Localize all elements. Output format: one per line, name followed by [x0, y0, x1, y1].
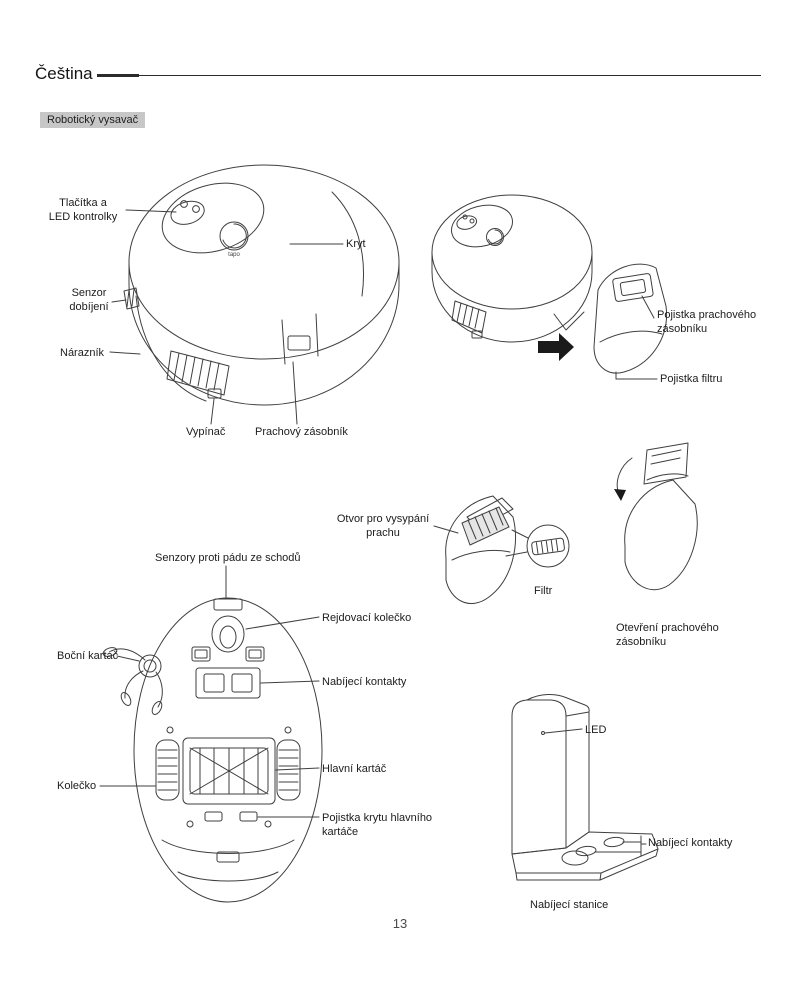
language-heading: Čeština — [35, 64, 93, 83]
charging-dock-illustration — [511, 694, 659, 881]
robot-top-view-illustration: tapo — [123, 164, 400, 406]
dust-bin-removed-illustration — [593, 263, 668, 374]
arrow-curved-icon — [614, 489, 626, 501]
leader-charging-sensor — [111, 299, 127, 303]
leader-lines-top-view — [109, 209, 344, 425]
leader-power-switch — [210, 398, 215, 425]
charging-contacts-shape — [195, 667, 261, 699]
side-brush-shape — [143, 659, 157, 673]
leader-main-brush — [275, 767, 320, 771]
leader-bumper — [109, 351, 141, 355]
label-bumper: Nárazník — [60, 347, 105, 359]
header-rule-thin — [139, 75, 761, 76]
label-cliff-sensors: Senzory proti pádu ze schodů — [155, 552, 301, 564]
robot-bottom-view-illustration — [102, 597, 323, 903]
leader-lines-bin-removed — [615, 295, 658, 380]
label-bin-latch: Pojistka prachového zásobníku — [657, 309, 757, 336]
leader-buttons-led — [125, 209, 177, 213]
label-dock-contacts: Nabíjecí kontakty — [648, 837, 733, 849]
label-charging-contacts-robot: Nabíjecí kontakty — [322, 676, 407, 688]
dust-bin-opening-illustration — [614, 442, 698, 591]
leader-caster-wheel — [245, 616, 320, 630]
header-rule-thick — [97, 74, 139, 77]
label-brush-cover-latch: Pojistka krytu hlavního kartáče — [322, 812, 433, 839]
brand-logo-mark — [219, 221, 249, 251]
leader-bin-latch — [641, 295, 655, 319]
label-side-brush: Boční kartáč — [57, 650, 119, 662]
charging-sensor-shape — [123, 287, 140, 310]
arrow-right-icon — [538, 333, 574, 361]
leader-side-brush — [116, 655, 140, 662]
section-badge: Robotický vysavač — [40, 112, 146, 128]
dock-contact-shape — [575, 845, 597, 857]
label-dock-led: LED — [585, 724, 607, 736]
caster-wheel-shape — [211, 615, 245, 653]
dust-bin-emptying-illustration — [445, 495, 570, 604]
brand-logo-text: tapo — [228, 252, 240, 258]
leader-lines-dock — [544, 728, 647, 857]
label-dust-bin: Prachový zásobník — [255, 426, 348, 438]
label-buttons-led: Tlačítka a LED kontrolky — [48, 197, 118, 224]
dust-bin-latch-shape — [287, 335, 311, 351]
bumper-shape — [135, 295, 207, 402]
left-wheel-shape — [155, 739, 180, 801]
label-main-brush: Hlavní kartáč — [322, 763, 387, 775]
label-wheel: Kolečko — [57, 780, 97, 792]
leader-filter-latch — [615, 371, 658, 380]
label-opening-bin: Otevření prachového zásobníku — [616, 622, 719, 649]
main-brush-shape — [182, 737, 276, 805]
dock-led-shape — [541, 731, 545, 735]
label-charging-sensor: Senzor dobíjení — [69, 287, 109, 314]
filter-magnifier-circle — [526, 524, 570, 568]
cliff-sensor-shape — [213, 598, 243, 611]
label-filter-latch: Pojistka filtru — [660, 373, 723, 385]
robot-side-view-illustration — [431, 194, 593, 343]
leader-dust-bin — [292, 361, 298, 425]
leader-emptying-opening — [433, 525, 459, 534]
label-filter: Filtr — [534, 585, 553, 597]
page-number: 13 — [392, 916, 408, 931]
leader-dock-contacts — [594, 835, 647, 857]
brush-cover-latch-shape — [204, 811, 223, 822]
dock-contact-shape — [603, 836, 625, 848]
power-switch-shape — [207, 388, 222, 399]
leader-lines-bottom-view — [99, 565, 320, 818]
label-power-switch: Vypínač — [186, 426, 226, 438]
leader-dock-led — [544, 728, 583, 734]
label-cover: Kryt — [346, 238, 366, 250]
label-caster-wheel: Rejdovací kolečko — [322, 612, 412, 624]
label-emptying-opening: Otvor pro vysypání prachu — [336, 513, 430, 540]
label-dock-station: Nabíjecí stanice — [530, 899, 609, 911]
leader-charging-contacts — [260, 680, 320, 684]
